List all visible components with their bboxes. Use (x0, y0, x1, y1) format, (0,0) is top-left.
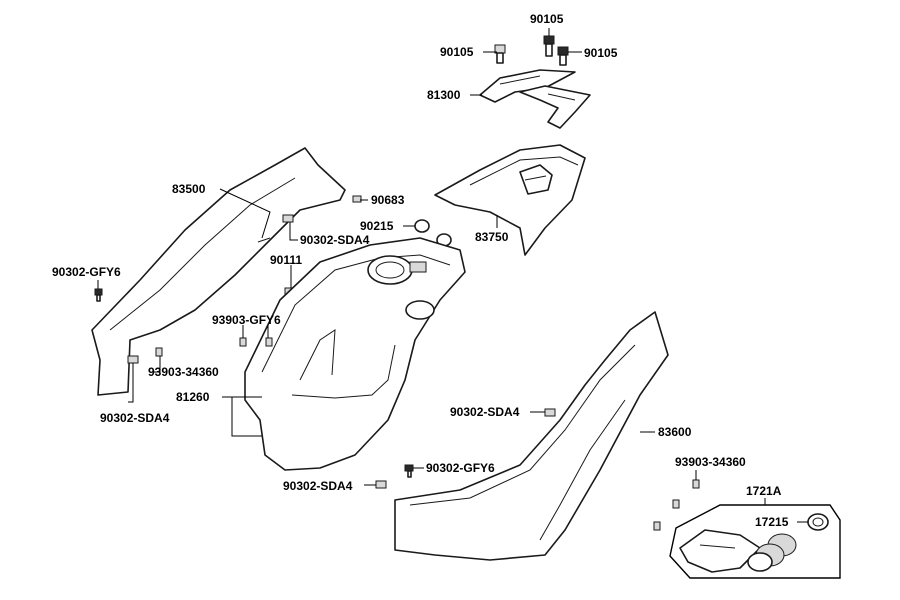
callout-90111: 90111 (270, 253, 302, 267)
callout-90302-sda4-d: 90302-SDA4 (283, 479, 353, 493)
callout-93903-34360-b: 93903-34360 (675, 455, 746, 469)
screw-90105-left[interactable] (494, 44, 506, 64)
grab-handle-81300[interactable] (479, 69, 591, 129)
clip-90302-sda4-c[interactable] (544, 408, 556, 417)
kit-box-1721a (669, 504, 841, 579)
callout-90302-sda4-b: 90302-SDA4 (100, 411, 170, 425)
callout-83750: 83750 (475, 230, 509, 244)
screw-93903-34360-a[interactable] (155, 347, 163, 357)
callout-81260: 81260 (176, 390, 210, 404)
side-cover-right-83600[interactable] (394, 311, 669, 561)
leader-lines (97, 28, 808, 523)
screw-90302-gfy6-b[interactable] (404, 464, 414, 478)
callout-90302-sda4-c: 90302-SDA4 (450, 405, 520, 419)
rear-cover-83750[interactable] (434, 144, 586, 256)
callout-90683: 90683 (371, 193, 405, 207)
callout-90105-right: 90105 (584, 46, 618, 60)
luggage-box-81260[interactable] (244, 237, 466, 471)
callout-90105-top: 90105 (530, 12, 564, 26)
callout-90302-sda4-a: 90302-SDA4 (300, 233, 370, 247)
clip-90302-sda4-d[interactable] (375, 480, 387, 489)
screw-93903-gfy6[interactable] (239, 337, 273, 347)
callout-90302-gfy6-b: 90302-GFY6 (426, 461, 495, 475)
hose-clamp-17215[interactable] (807, 513, 829, 531)
callout-93903-34360-a: 93903-34360 (148, 365, 219, 379)
screw-90302-gfy6-a[interactable] (94, 288, 103, 302)
callout-81300: 81300 (427, 88, 461, 102)
callout-83500: 83500 (172, 182, 206, 196)
callout-90215: 90215 (360, 219, 394, 233)
hose-1721a[interactable] (747, 533, 797, 572)
screw-93903-34360-b[interactable] (653, 479, 700, 531)
screw-90683[interactable] (352, 195, 362, 203)
callout-93903-gfy6: 93903-GFY6 (212, 313, 281, 327)
callout-1721a: 1721A (746, 484, 782, 498)
screw-90105-right[interactable] (557, 46, 569, 66)
callout-83600: 83600 (658, 425, 692, 439)
callout-90302-gfy6-a: 90302-GFY6 (52, 265, 121, 279)
air-duct-1721a[interactable] (679, 529, 761, 573)
callout-90105-left: 90105 (440, 45, 474, 59)
clip-90302-sda4-a[interactable] (282, 214, 294, 223)
callout-17215: 17215 (755, 515, 789, 529)
screw-90105-top[interactable] (543, 35, 555, 57)
side-cover-left-83500[interactable] (91, 147, 346, 396)
cap-nut-90215-a[interactable] (414, 219, 430, 233)
clip-90302-sda4-b[interactable] (127, 355, 139, 364)
